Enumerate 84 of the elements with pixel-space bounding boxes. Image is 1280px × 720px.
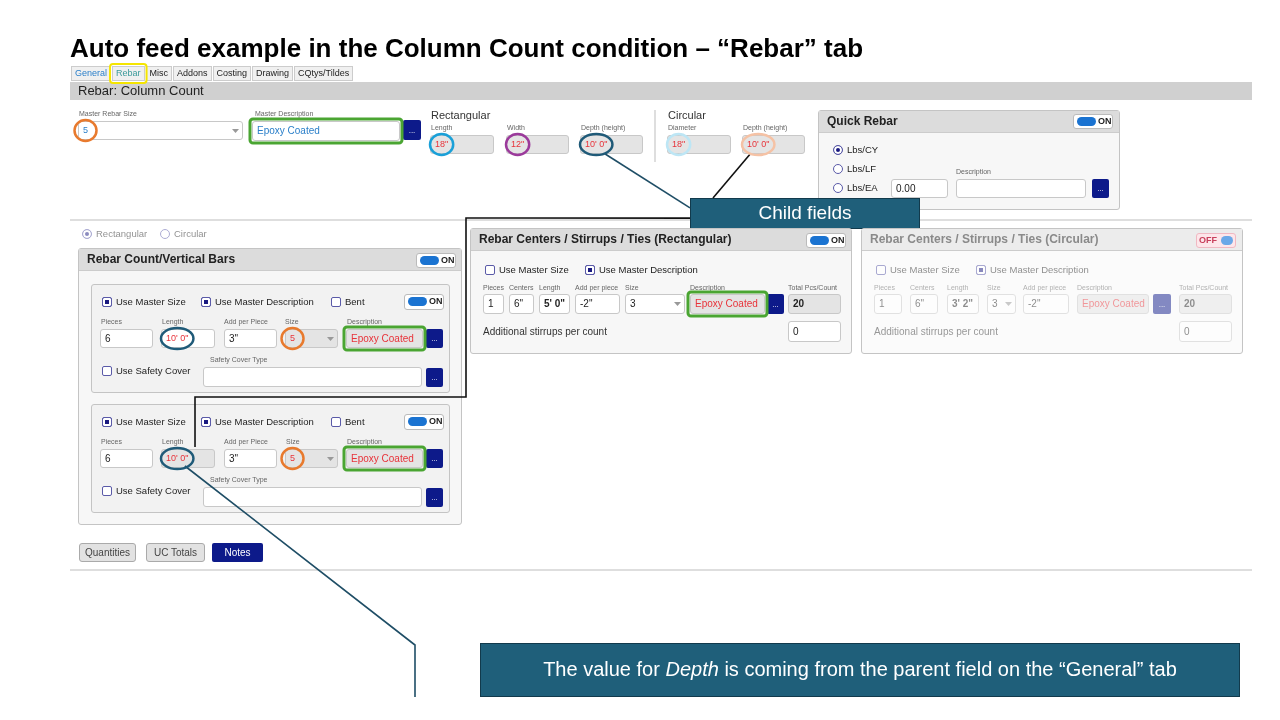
input-field: 3' 2" [947,294,979,314]
field-label: Additional stirrups per count [874,326,998,337]
header-bar: Rebar: Column Count [70,82,1252,100]
input-field: 3" [224,329,277,348]
checkbox: Use Master Size [876,264,960,276]
input-field: Epoxy Coated [346,449,423,468]
panel [470,228,852,354]
field-label: Additional stirrups per count [483,326,607,337]
radio-button: Lbs/CY [833,144,879,156]
input-field: Epoxy Coated [346,329,423,348]
callout-box: The value for Depth is coming from the parent field on the “General” tab [480,643,1240,697]
leader-line [194,217,691,448]
group-box [91,284,450,393]
radio-button: Lbs/EA [833,182,878,194]
input-field: 3" [224,449,277,468]
input-field: Epoxy Coated [252,121,400,141]
checkbox: Use Safety Cover [102,365,191,377]
input-field: 5' 0" [539,294,570,314]
toggle-switch: ON [806,233,846,248]
input-field: 1 [483,294,504,314]
input-field: 6 [100,449,153,468]
checkbox: Bent [331,296,365,308]
dropdown-field: 3 [987,294,1016,314]
more-button: ... [426,368,443,387]
dropdown-field: 3 [625,294,685,314]
input-field: 6" [910,294,938,314]
radio-button: Lbs/LF [833,163,877,175]
section-heading: Rectangular [431,109,491,121]
input-field: Epoxy Coated [1077,294,1149,314]
checkbox: Use Master Description [585,264,698,276]
toggle-switch: ON [404,294,444,310]
checkbox: Use Master Description [976,264,1089,276]
tab: General [71,66,112,81]
tab: CQtys/Tildes [294,66,354,81]
more-button: ... [426,488,443,507]
checkbox: Bent [331,416,365,428]
panel [861,228,1243,354]
toggle-switch: ON [416,253,456,268]
dropdown-field: 5 [285,329,338,348]
radio-button: Circular [160,228,207,240]
section-heading: Circular [668,109,706,121]
checkbox: Use Master Size [102,296,186,308]
toggle-switch: OFF [1196,233,1236,248]
more-button: ... [426,449,443,468]
dropdown-field: 5 [285,449,338,468]
checkbox: Use Master Size [485,264,569,276]
more-button: ... [426,329,443,348]
input-field: 20 [788,294,841,314]
more-button: ... [403,120,421,140]
input-field: 6" [509,294,534,314]
tab: Rebar [112,66,145,81]
input-field: 1 [874,294,902,314]
input-field: 0 [1179,321,1232,342]
toggle-switch: ON [1073,114,1113,129]
input-field: 0 [788,321,841,342]
input-field: 20 [1179,294,1232,314]
checkbox: Use Master Description [201,416,314,428]
input-field: -2" [575,294,620,314]
leader-line [604,153,691,209]
tab: Drawing [252,66,294,81]
checkbox: Use Master Size [102,416,186,428]
input-field: 6 [100,329,153,348]
input-field: -2" [1023,294,1069,314]
callout-box: Child fields [690,198,920,229]
input-field: Epoxy Coated [690,294,765,314]
toggle-switch: ON [404,414,444,430]
action-button: Quantities [79,543,136,562]
leader-line [712,153,751,199]
radio-button: Rectangular [82,228,148,240]
tab: Addons [173,66,212,81]
checkbox: Use Safety Cover [102,485,191,497]
group-box [91,404,450,513]
more-button: ... [1153,294,1171,314]
leader-line [184,465,416,698]
action-button: Notes [212,543,263,562]
checkbox: Use Master Description [201,296,314,308]
tab: Misc [145,66,173,81]
panel [78,248,462,525]
title: Auto feed example in the Column Count condition – “Rebar” tab [70,33,864,64]
more-button: ... [1092,179,1109,198]
tab: Costing [212,66,252,81]
input-field: 0.00 [891,179,948,198]
dropdown-field: 5 [78,121,243,140]
action-button: UC Totals [146,543,205,562]
